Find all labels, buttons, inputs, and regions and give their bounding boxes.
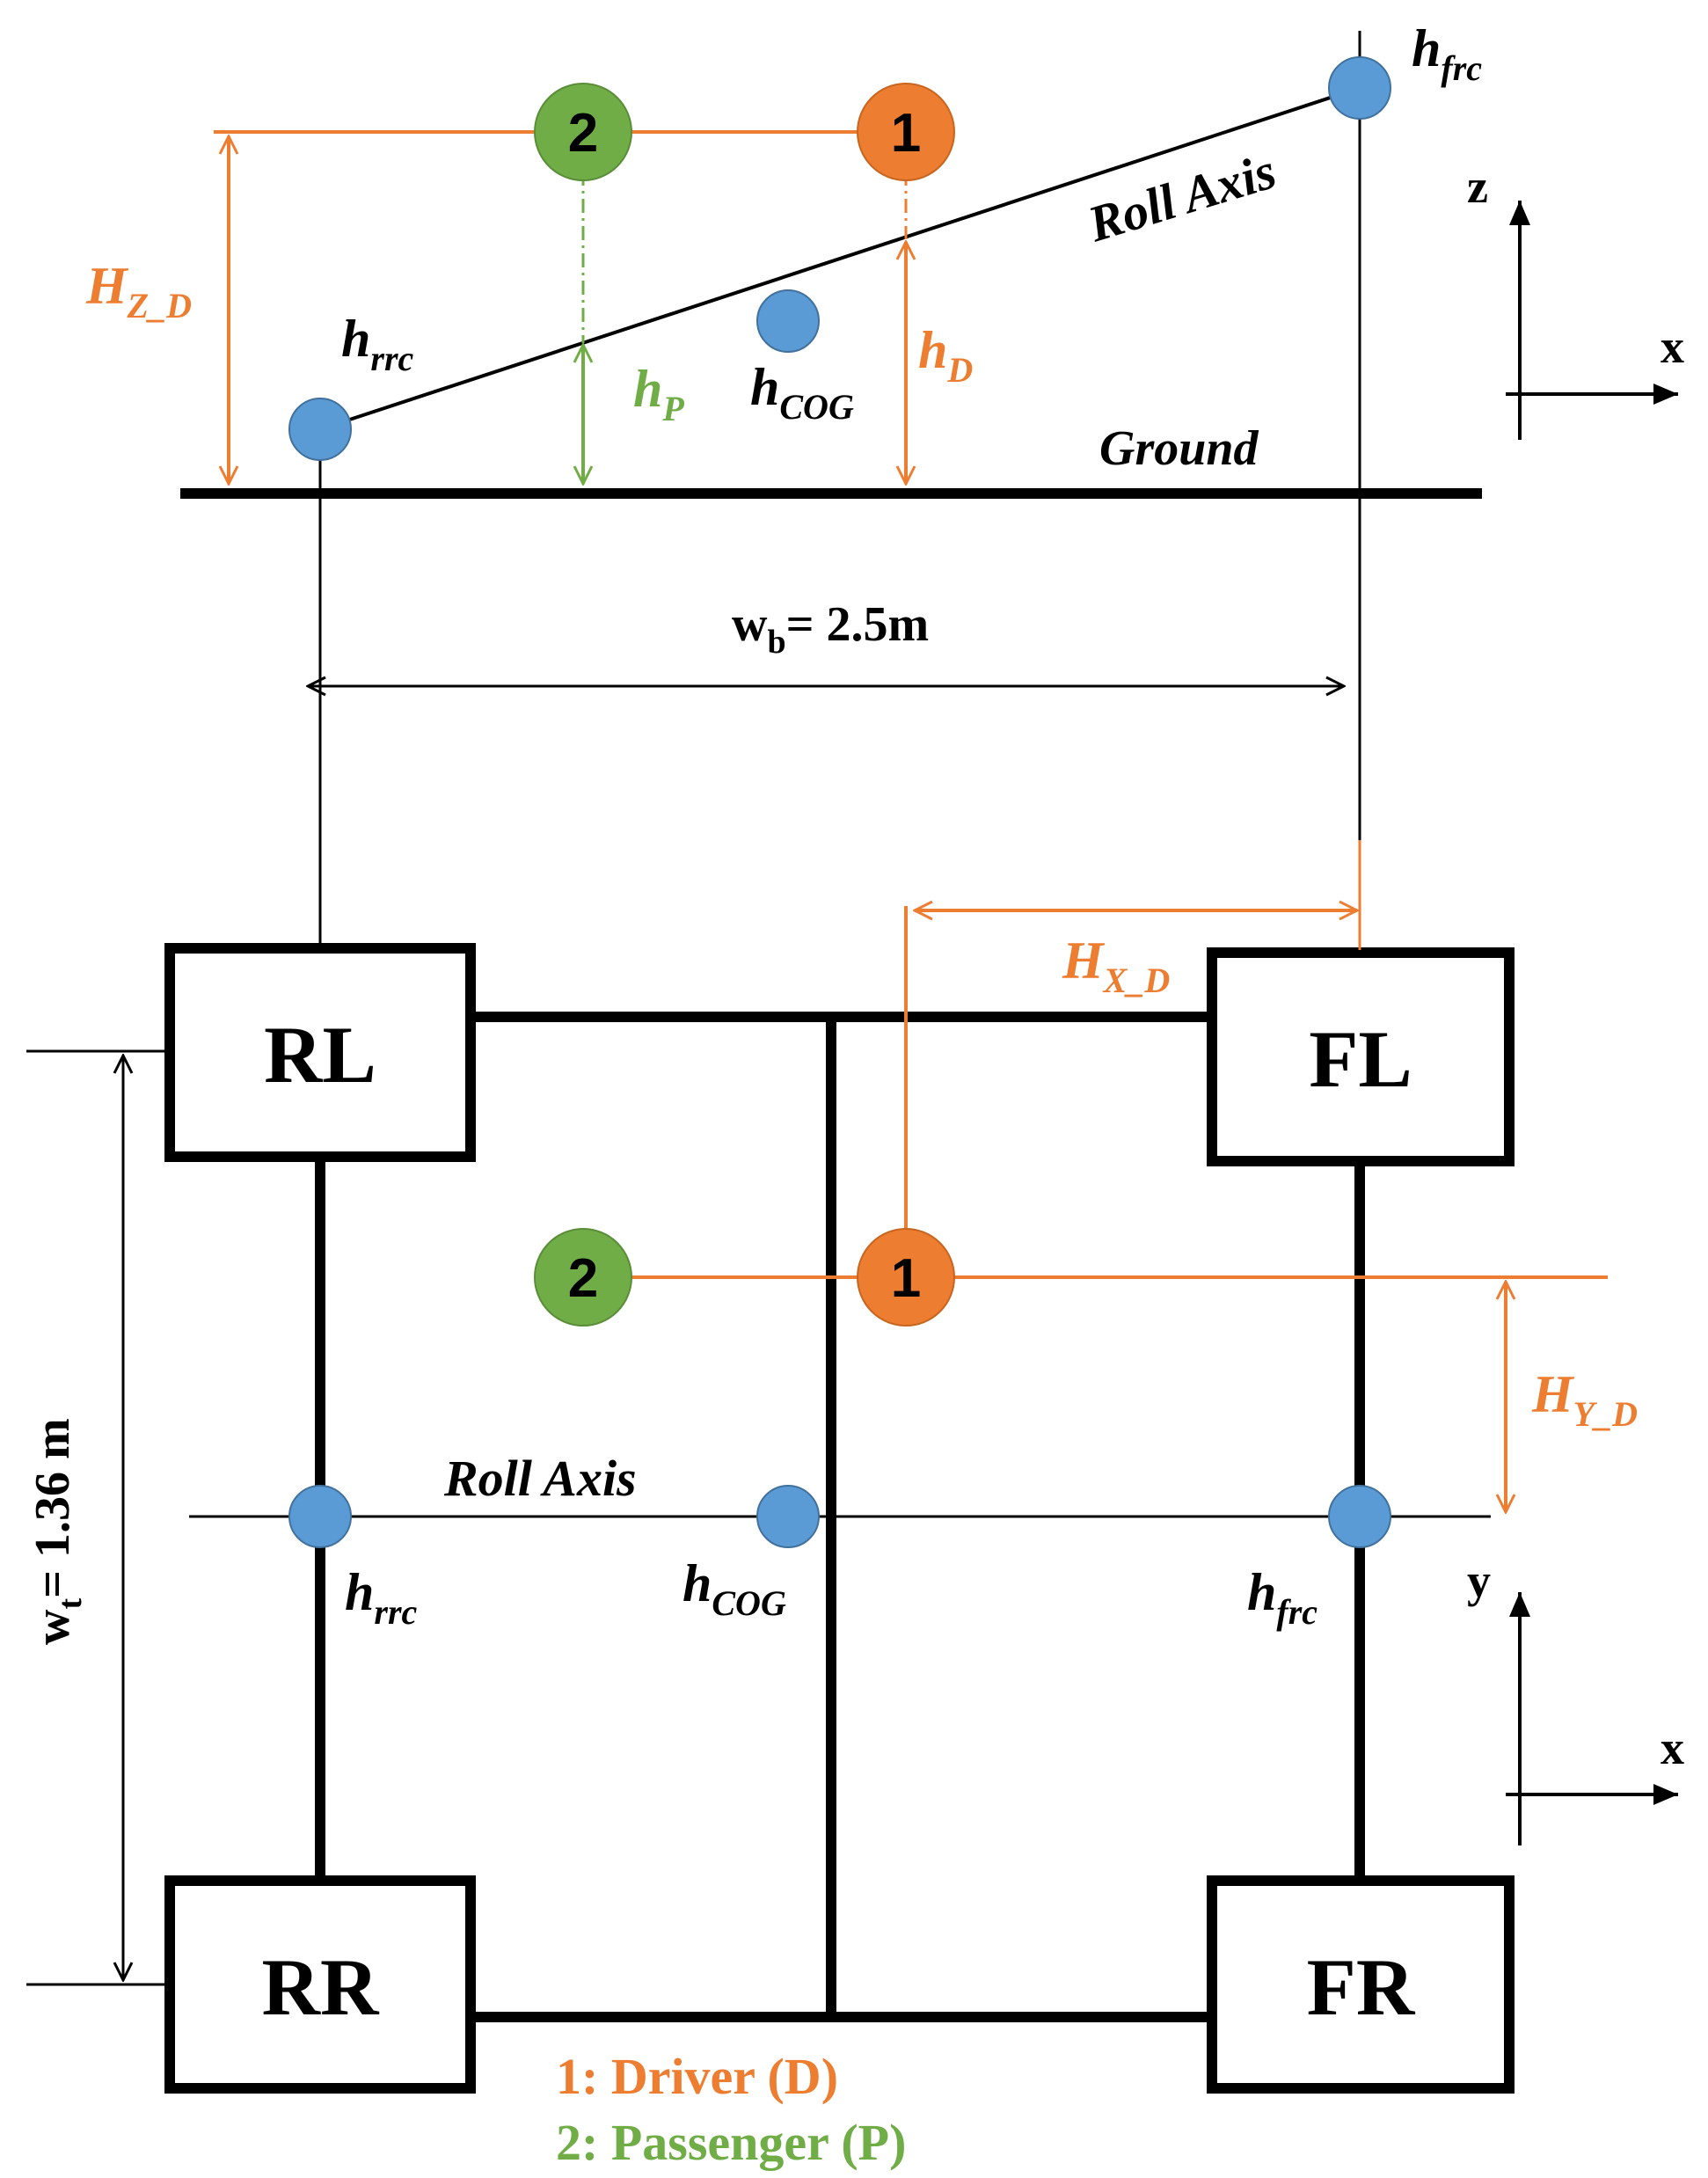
track-width-label: wt= 1.36 m	[26, 1418, 89, 1645]
z-axis-label: z	[1467, 160, 1488, 213]
wheel-rr: RR	[164, 1875, 476, 2094]
passenger-marker-top-number: 2	[568, 1248, 598, 1309]
driver-marker-top-number: 1	[891, 1248, 921, 1309]
legend: 1: Driver (D) 2: Passenger (P)	[556, 2048, 906, 2171]
h-cog-label-top: hCOG	[682, 1554, 786, 1623]
passenger-marker-top	[534, 1228, 632, 1327]
svg-text:RR: RR	[262, 1942, 380, 2032]
front-roll-center-dot-top	[1328, 1485, 1391, 1548]
roll-axis-label: Roll Axis	[1081, 142, 1282, 252]
wheel-fl: FL	[1207, 947, 1515, 1166]
y-axis-label: y	[1467, 1554, 1491, 1607]
wheel-fr: FR	[1207, 1875, 1515, 2094]
x-axis-label-side: x	[1661, 320, 1684, 373]
h-x-d-label: HX_D	[1062, 932, 1170, 1000]
legend-driver: 1: Driver (D)	[556, 2048, 838, 2105]
driver-marker	[857, 83, 955, 181]
roll-axis-line	[319, 86, 1361, 431]
driver-marker-number: 1	[891, 103, 921, 164]
rear-roll-center-dot-top	[288, 1485, 352, 1548]
wheelbase-label: wb= 2.5m	[732, 597, 929, 661]
center-of-gravity-dot	[756, 289, 820, 353]
h-frc-label: hfrc	[1412, 19, 1482, 88]
side-view: Ground Roll Axis HZ_D hP hD hfrc hrrc hC…	[85, 19, 1684, 950]
svg-text:RL: RL	[264, 1010, 376, 1100]
roll-axis-label-top: Roll Axis	[443, 1450, 637, 1507]
h-y-d-label: HY_D	[1531, 1365, 1638, 1434]
h-z-d-label: HZ_D	[85, 257, 192, 325]
svg-text:FR: FR	[1307, 1942, 1416, 2032]
cog-dot-top	[756, 1485, 820, 1548]
svg-text:FL: FL	[1309, 1014, 1412, 1104]
rear-roll-center-dot	[288, 398, 352, 461]
ground-label: Ground	[1099, 421, 1259, 476]
h-rrc-label-top: hrrc	[345, 1563, 418, 1632]
legend-passenger: 2: Passenger (P)	[556, 2114, 906, 2171]
h-rrc-label: hrrc	[341, 310, 414, 378]
x-axis-label-top: x	[1661, 1721, 1684, 1774]
h-p-label: hP	[633, 360, 684, 428]
wheel-rl: RL	[164, 943, 476, 1162]
h-d-label: hD	[918, 321, 973, 390]
driver-marker-top	[857, 1228, 955, 1327]
passenger-marker	[534, 83, 632, 181]
h-cog-label: hCOG	[750, 358, 854, 427]
h-frc-label-top: hfrc	[1247, 1563, 1317, 1632]
front-roll-center-dot	[1328, 56, 1391, 120]
wheelbase-dimension: wb= 2.5m	[308, 597, 1344, 686]
passenger-marker-number: 2	[568, 103, 598, 164]
top-view: Roll Axis RL FL RR FR HX_D HY_D 2	[26, 840, 1684, 2094]
